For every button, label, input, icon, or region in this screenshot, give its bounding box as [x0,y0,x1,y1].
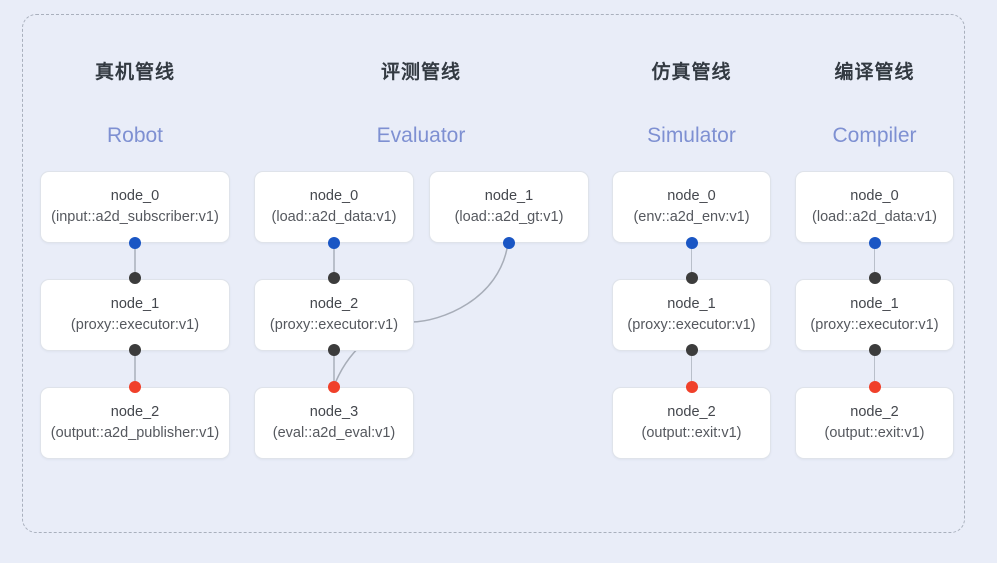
node-evaluator-0[interactable]: node_0 (load::a2d_data:v1) [254,171,414,243]
node-spec: (load::a2d_gt:v1) [454,209,564,225]
node-simulator-0[interactable]: node_0 (env::a2d_env:v1) [612,171,771,243]
column-title-robot: 真机管线 [94,62,175,83]
port-evaluator-2-in[interactable] [328,272,340,284]
port-robot-1-in[interactable] [129,272,141,284]
port-simulator-2-in[interactable] [685,381,698,393]
node-evaluator-2[interactable]: node_2 (proxy::executor:v1) [254,279,414,351]
node-name: node_3 [309,404,359,420]
node-evaluator-3[interactable]: node_3 (eval::a2d_eval:v1) [254,387,414,459]
connector-simulator-1-2 [690,350,693,388]
node-spec: (load::a2d_data:v1) [812,209,937,225]
node-spec: (output::a2d_publisher:v1) [50,425,220,441]
node-spec: (env::a2d_env:v1) [633,209,750,225]
port-evaluator-1-out[interactable] [503,237,515,249]
node-name: node_2 [850,404,899,420]
port-compiler-0-out[interactable] [868,237,881,249]
column-title-evaluator: 评测管线 [380,62,461,83]
connector-robot-1-2 [134,350,136,388]
connector-simulator-0-1 [690,242,693,280]
port-robot-2-in[interactable] [129,381,141,393]
node-name: node_0 [850,188,899,204]
port-evaluator-2-out[interactable] [328,344,340,356]
port-simulator-1-out[interactable] [685,344,698,356]
node-spec: (load::a2d_data:v1) [271,209,397,225]
port-compiler-1-in[interactable] [868,272,881,284]
node-evaluator-1[interactable]: node_1 (load::a2d_gt:v1) [429,171,589,243]
node-compiler-0[interactable]: node_0 (load::a2d_data:v1) [795,171,954,243]
column-subtitle-robot: Robot [106,124,164,147]
node-spec: (proxy::executor:v1) [70,317,200,333]
node-simulator-1[interactable]: node_1 (proxy::executor:v1) [612,279,771,351]
node-name: node_1 [110,296,160,312]
node-name: node_1 [850,296,899,312]
node-name: node_1 [667,296,716,312]
node-spec: (input::a2d_subscriber:v1) [51,209,219,225]
column-subtitle-simulator: Simulator [647,124,736,147]
node-name: node_0 [309,188,359,204]
port-compiler-1-out[interactable] [868,344,881,356]
node-simulator-2[interactable]: node_2 (output::exit:v1) [612,387,771,459]
node-spec: (eval::a2d_eval:v1) [272,425,396,441]
column-subtitle-compiler: Compiler [832,124,917,147]
port-compiler-2-in[interactable] [868,381,881,393]
port-evaluator-3-in[interactable] [328,381,340,393]
node-spec: (output::exit:v1) [641,425,742,441]
port-simulator-1-in[interactable] [685,272,698,284]
node-name: node_2 [309,296,359,312]
node-name: node_2 [667,404,716,420]
connector-robot-0-1 [134,242,136,280]
node-name: node_1 [484,188,534,204]
connector-compiler-0-1 [873,242,876,280]
column-title-simulator: 仿真管线 [651,62,732,83]
node-spec: (proxy::executor:v1) [810,317,939,333]
node-robot-2[interactable]: node_2 (output::a2d_publisher:v1) [40,387,230,459]
node-spec: (proxy::executor:v1) [627,317,756,333]
port-evaluator-0-out[interactable] [328,237,340,249]
node-spec: (proxy::executor:v1) [269,317,399,333]
port-simulator-0-out[interactable] [685,237,698,249]
node-name: node_0 [667,188,716,204]
connector-compiler-1-2 [873,350,876,388]
node-compiler-2[interactable]: node_2 (output::exit:v1) [795,387,954,459]
node-compiler-1[interactable]: node_1 (proxy::executor:v1) [795,279,954,351]
node-spec: (output::exit:v1) [824,425,925,441]
port-robot-1-out[interactable] [129,344,141,356]
node-name: node_2 [110,404,160,420]
column-subtitle-evaluator: Evaluator [376,124,466,147]
node-robot-1[interactable]: node_1 (proxy::executor:v1) [40,279,230,351]
column-title-compiler: 编译管线 [834,62,915,83]
node-robot-0[interactable]: node_0 (input::a2d_subscriber:v1) [40,171,230,243]
port-robot-0-out[interactable] [129,237,141,249]
node-name: node_0 [110,188,160,204]
